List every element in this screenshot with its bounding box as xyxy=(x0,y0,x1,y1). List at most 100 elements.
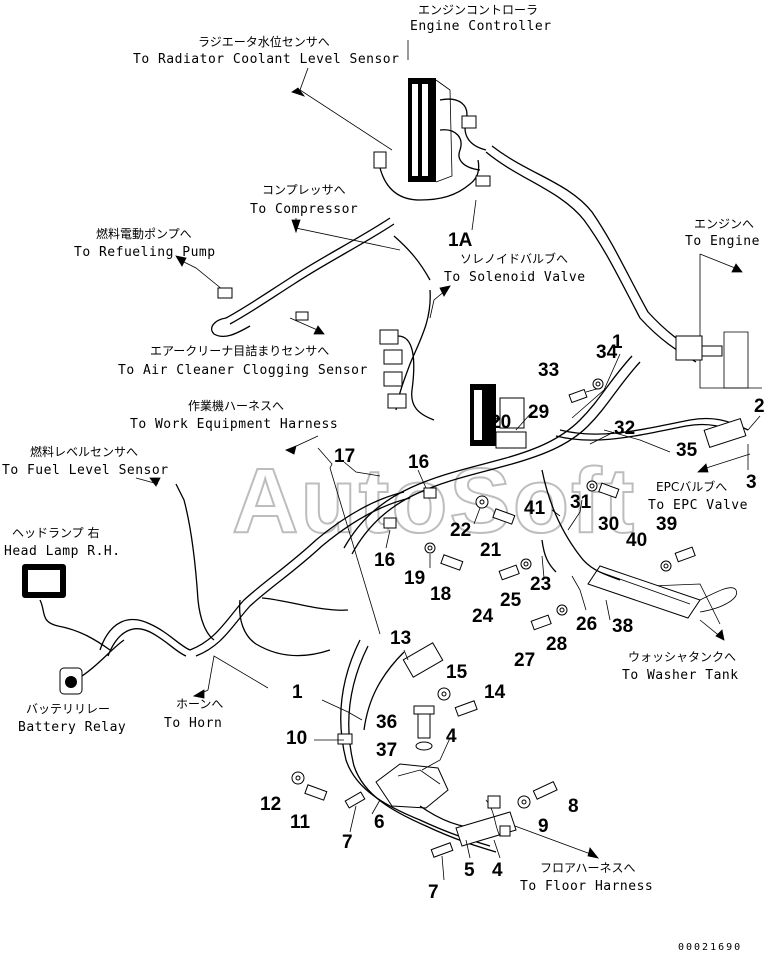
washer-31 xyxy=(586,480,598,492)
callout-34: 34 xyxy=(596,342,618,363)
svg-text:エアークリーナ目詰まりセンサへ: エアークリーナ目詰まりセンサへ xyxy=(150,343,329,358)
washer-25 xyxy=(520,558,532,570)
svg-text:フロアハーネスへ: フロアハーネスへ xyxy=(540,861,636,875)
svg-text:To Horn: To Horn xyxy=(164,716,222,731)
bolt-24 xyxy=(498,564,520,581)
svg-text:To Refueling Pump: To Refueling Pump xyxy=(74,245,216,260)
callout-14: 14 xyxy=(484,682,506,703)
left-harness-loop xyxy=(99,483,349,657)
callout-17: 17 xyxy=(334,446,355,467)
svg-text:EPCバルブへ: EPCバルブへ xyxy=(656,479,727,494)
engine-controller xyxy=(408,78,491,187)
washer-22 xyxy=(475,495,489,509)
nut-12 xyxy=(291,771,305,785)
callout-22: 22 xyxy=(450,520,471,541)
svg-text:ウォッシャタンクへ: ウォッシャタンクへ xyxy=(628,650,736,664)
bolt-27 xyxy=(530,614,552,631)
epc-valve-connector xyxy=(703,417,747,449)
label-engine: エンジンへ To Engine xyxy=(685,217,760,249)
callout-31: 31 xyxy=(570,492,592,513)
callout-8: 8 xyxy=(568,796,579,817)
callout-33: 33 xyxy=(538,360,559,381)
bolt-30 xyxy=(598,482,620,499)
washer-9 xyxy=(517,795,531,809)
destination-arrows xyxy=(135,40,762,859)
callout-39: 39 xyxy=(656,514,677,535)
solenoid-connector-cluster xyxy=(379,329,435,421)
svg-text:燃料電動ポンプへ: 燃料電動ポンプへ xyxy=(96,226,192,241)
connector-13 xyxy=(402,642,444,678)
callout-5: 5 xyxy=(464,860,475,881)
washer-15 xyxy=(437,687,451,701)
svg-text:To Engine: To Engine xyxy=(685,234,760,249)
callout-24: 24 xyxy=(472,606,494,627)
callout-9: 9 xyxy=(538,816,549,837)
callout-12: 12 xyxy=(260,794,281,815)
svg-text:ホーンへ: ホーンへ xyxy=(176,697,223,711)
clamp-7b xyxy=(430,842,454,858)
bolt-11 xyxy=(304,784,328,801)
label-engine-controller: エンジンコントローラ Engine Controller xyxy=(410,3,551,34)
washer-40 xyxy=(660,560,672,572)
upper-left-harness xyxy=(211,151,480,411)
bolt-18 xyxy=(440,554,464,571)
svg-text:To EPC Valve: To EPC Valve xyxy=(648,498,748,513)
lower-bracket xyxy=(375,763,517,847)
clamp-7a xyxy=(344,791,366,809)
callout-3: 3 xyxy=(746,472,757,493)
label-radiator-sensor: ラジエータ水位センサへ To Radiator Coolant Level Se… xyxy=(133,34,399,67)
svg-text:To Compressor: To Compressor xyxy=(250,202,358,217)
svg-text:To Radiator Coolant Level Sens: To Radiator Coolant Level Sensor xyxy=(133,52,399,67)
label-floor-harness: フロアハーネスへ To Floor Harness xyxy=(520,861,653,894)
svg-text:ラジエータ水位センサへ: ラジエータ水位センサへ xyxy=(198,34,330,49)
svg-text:Battery Relay: Battery Relay xyxy=(18,720,126,735)
callout-1A: 1A xyxy=(448,230,473,251)
svg-text:To Washer Tank: To Washer Tank xyxy=(622,668,739,683)
washer-34 xyxy=(592,378,604,390)
label-fuel-level-sensor: 燃料レベルセンサへ To Fuel Level Sensor xyxy=(2,444,169,478)
label-work-equipment-harness: 作業機ハーネスへ To Work Equipment Harness xyxy=(130,398,338,432)
callout-35: 35 xyxy=(676,440,698,461)
svg-text:作業機ハーネスへ: 作業機ハーネスへ xyxy=(188,398,284,413)
svg-text:To Work Equipment Harness: To Work Equipment Harness xyxy=(130,417,338,432)
callout-21: 21 xyxy=(480,540,502,561)
callout-26: 26 xyxy=(576,614,597,635)
svg-text:To Fuel Level Sensor: To Fuel Level Sensor xyxy=(2,463,169,478)
callout-16-lower: 16 xyxy=(374,550,395,571)
callouts: 1A 34 1 33 2 20 29 32 35 3 17 16 31 30 4… xyxy=(260,230,765,903)
callout-4-upper: 4 xyxy=(446,726,457,747)
head-lamp xyxy=(22,564,111,651)
callout-20: 20 xyxy=(490,412,511,433)
clip-10 xyxy=(337,733,353,745)
svg-text:To Air Cleaner Clogging Sensor: To Air Cleaner Clogging Sensor xyxy=(118,363,368,378)
callout-1: 1 xyxy=(612,332,623,353)
washer-tank-bracket xyxy=(541,469,737,619)
svg-text:バッテリリレー: バッテリリレー xyxy=(26,702,110,716)
junction-block xyxy=(470,384,527,449)
svg-text:To Floor Harness: To Floor Harness xyxy=(520,879,653,894)
callout-38: 38 xyxy=(612,616,633,637)
callout-7-lower: 7 xyxy=(428,882,439,903)
svg-text:コンプレッサへ: コンプレッサへ xyxy=(262,183,346,197)
callout-15: 15 xyxy=(446,662,468,683)
callout-37: 37 xyxy=(376,740,397,761)
callout-leaders xyxy=(314,199,761,881)
callout-7-upper: 7 xyxy=(342,832,353,853)
label-head-lamp: ヘッドランプ 右 Head Lamp R.H. xyxy=(4,525,120,559)
battery-relay xyxy=(59,639,125,695)
callout-23: 23 xyxy=(530,574,551,595)
callout-28: 28 xyxy=(546,634,567,655)
clip-16b xyxy=(383,517,397,529)
label-compressor: コンプレッサへ To Compressor xyxy=(250,183,358,217)
svg-text:ソレノイドバルブへ: ソレノイドバルブへ xyxy=(460,251,568,266)
svg-text:ヘッドランプ 右: ヘッドランプ 右 xyxy=(12,525,99,540)
callout-19: 19 xyxy=(404,568,425,589)
label-air-cleaner-sensor: エアークリーナ目詰まりセンサへ To Air Cleaner Clogging … xyxy=(118,343,368,378)
callout-16-upper: 16 xyxy=(408,452,429,473)
bolt-14 xyxy=(454,700,478,717)
callout-18: 18 xyxy=(430,584,451,605)
washer-28 xyxy=(556,604,568,616)
callout-32: 32 xyxy=(614,418,635,439)
drawing-code: 00021690 xyxy=(678,942,742,953)
